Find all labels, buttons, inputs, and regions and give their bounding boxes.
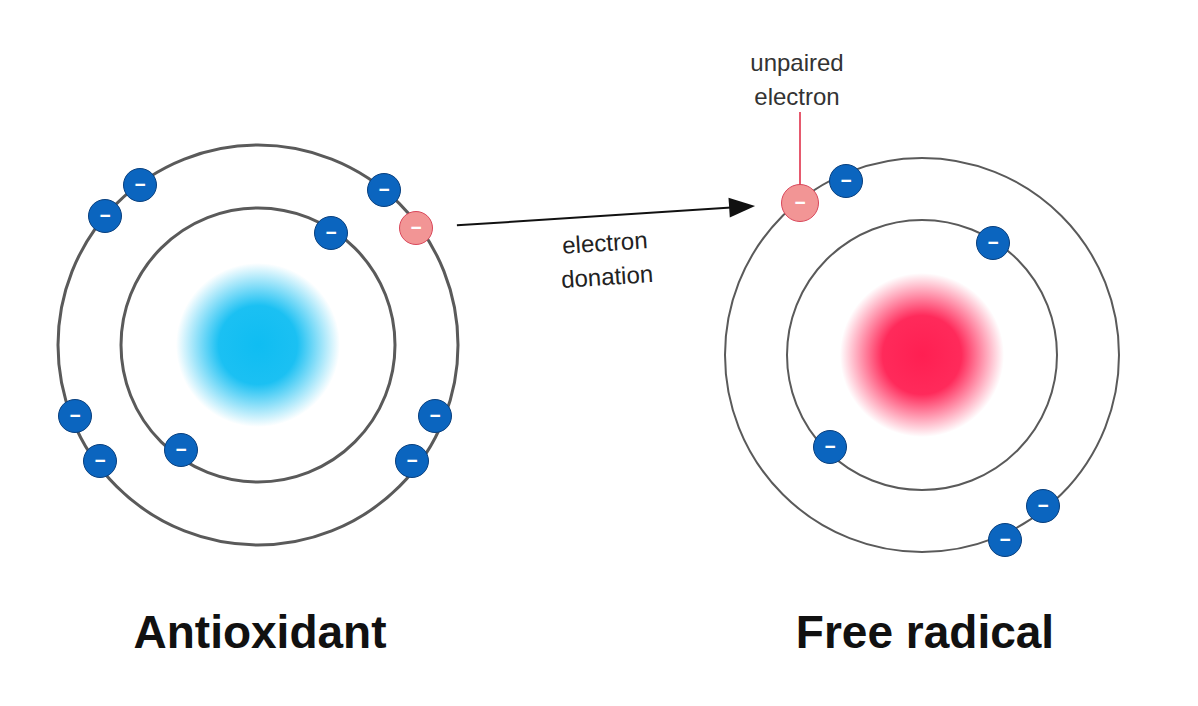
- inner-shell: [787, 220, 1057, 490]
- charge-sign: −: [410, 218, 421, 237]
- donated-electron: −: [781, 184, 819, 222]
- electron: −: [164, 433, 198, 467]
- inner-shell: [121, 208, 395, 482]
- charge-sign: −: [378, 180, 389, 199]
- donated-electron: −: [399, 211, 433, 245]
- outer-shell: [58, 145, 458, 545]
- nucleus: [840, 273, 1004, 437]
- electron: −: [1026, 489, 1060, 523]
- atom-caption: Free radical: [715, 605, 1135, 659]
- electron: −: [58, 399, 92, 433]
- charge-sign: −: [99, 206, 110, 225]
- electron: −: [123, 168, 157, 202]
- arrow-head: [729, 198, 756, 218]
- electron: −: [988, 523, 1022, 557]
- charge-sign: −: [840, 171, 851, 190]
- arrow-connector: [457, 198, 755, 226]
- electron: −: [418, 399, 452, 433]
- electron: −: [813, 430, 847, 464]
- charge-sign: −: [999, 530, 1010, 549]
- atom: Antioxidant − − − − − − − − − −: [50, 140, 470, 670]
- charge-sign: −: [69, 406, 80, 425]
- electron: −: [88, 199, 122, 233]
- charge-sign: −: [824, 437, 835, 456]
- charge-sign: −: [987, 233, 998, 252]
- atom: Free radical − − − − − −: [715, 140, 1135, 670]
- electron: −: [829, 164, 863, 198]
- electron: −: [314, 216, 348, 250]
- charge-sign: −: [175, 440, 186, 459]
- charge-sign: −: [794, 193, 805, 212]
- electron: −: [976, 226, 1010, 260]
- charge-sign: −: [325, 223, 336, 242]
- charge-sign: −: [429, 406, 440, 425]
- electron: −: [395, 444, 429, 478]
- callout-label: unpaired electron: [722, 46, 872, 114]
- arrow-line: [457, 207, 735, 225]
- edge-label: electron donation: [529, 221, 683, 299]
- nucleus: [176, 263, 340, 427]
- atom-caption: Antioxidant: [50, 605, 470, 659]
- outer-shell: [725, 158, 1119, 552]
- charge-sign: −: [406, 451, 417, 470]
- charge-sign: −: [94, 451, 105, 470]
- atom-outline: [715, 140, 1135, 670]
- electron: −: [83, 444, 117, 478]
- leader-line: [799, 112, 801, 186]
- charge-sign: −: [1037, 496, 1048, 515]
- electron: −: [367, 173, 401, 207]
- charge-sign: −: [134, 175, 145, 194]
